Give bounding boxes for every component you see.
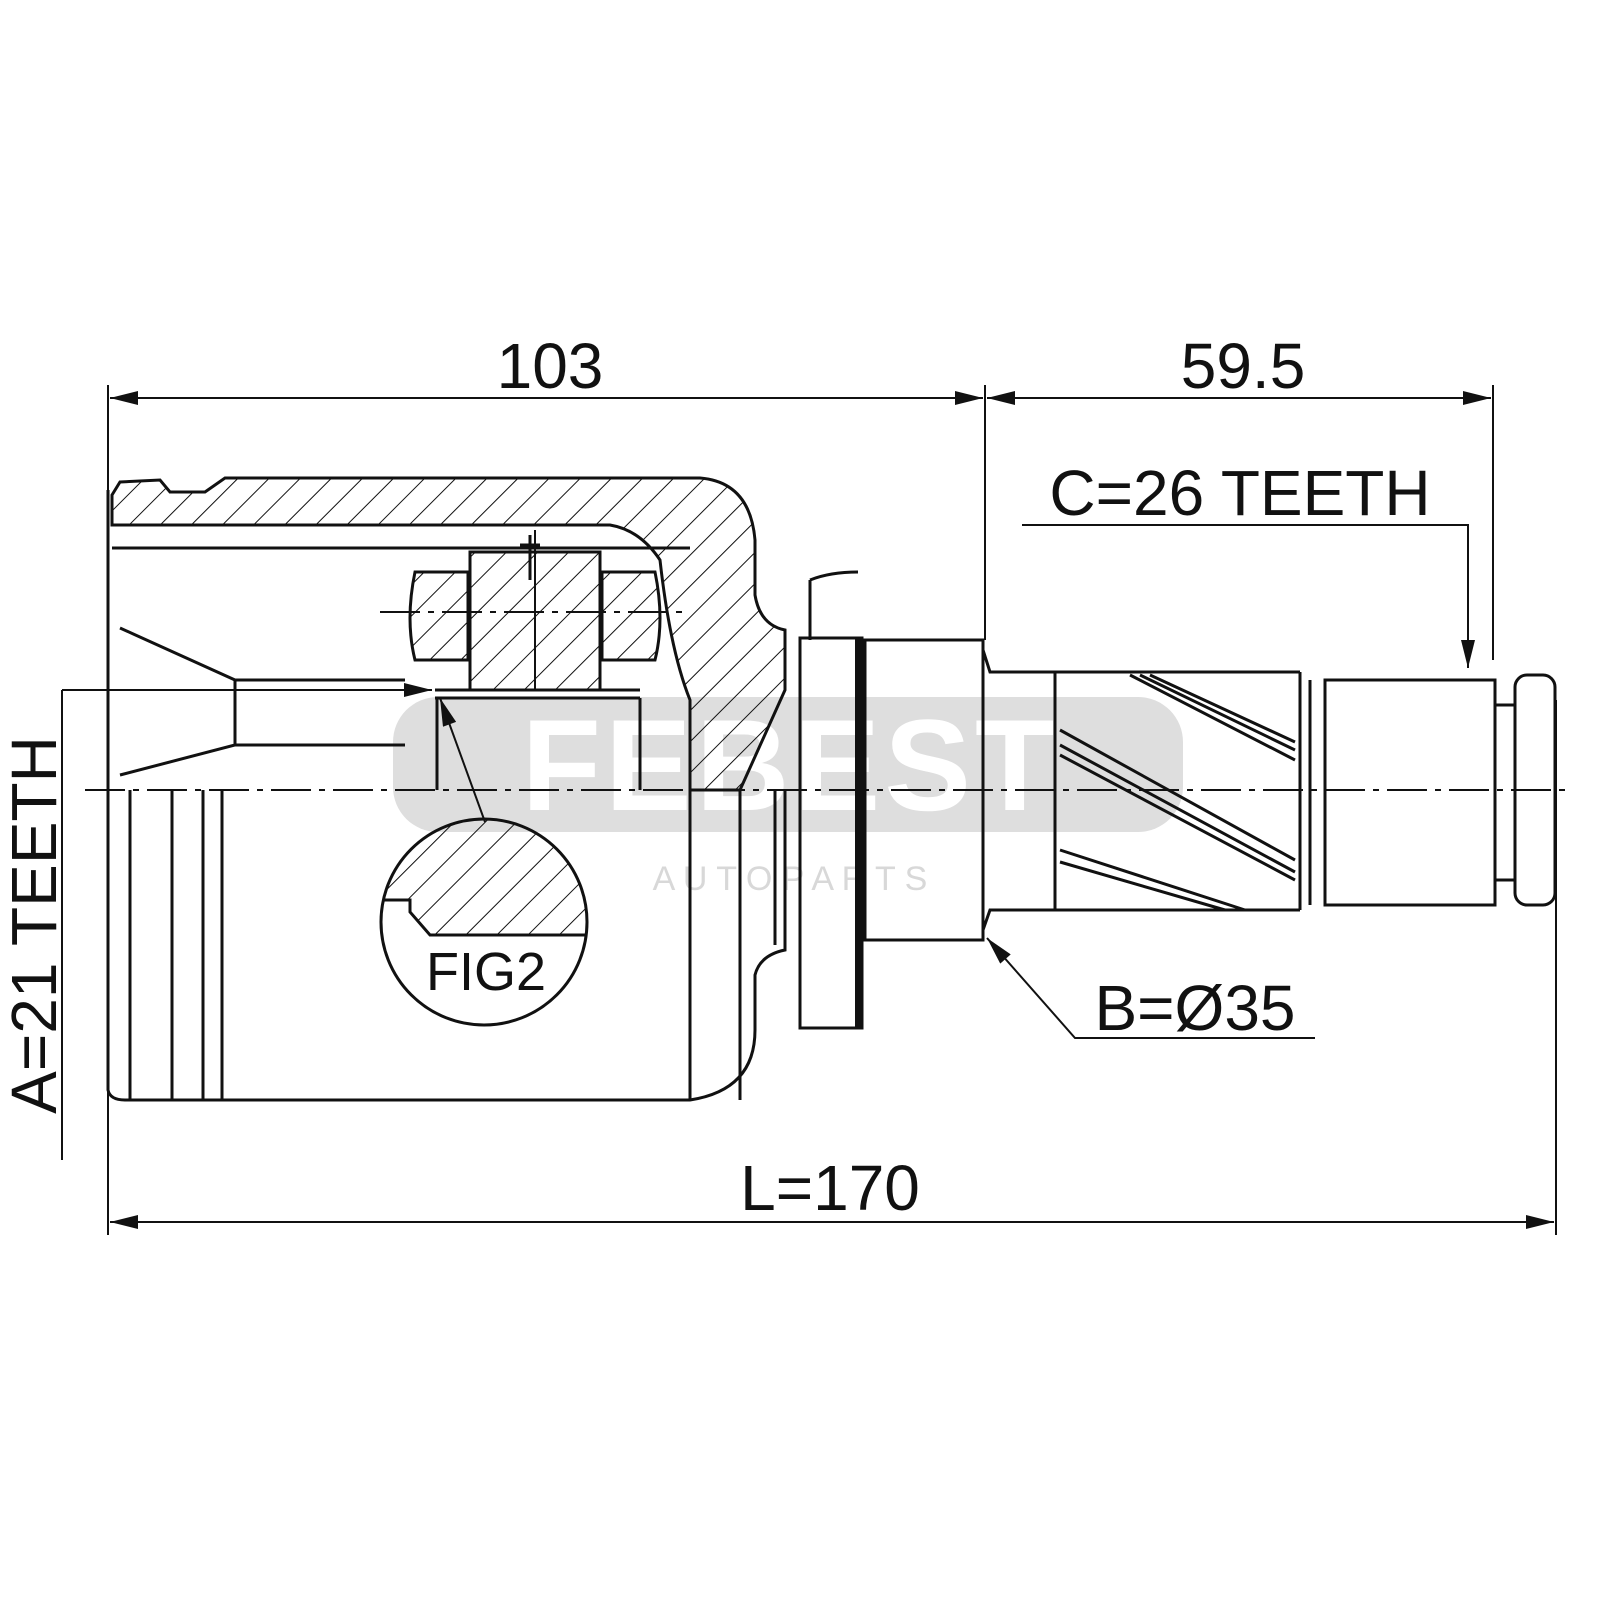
dim-a-teeth: A=21 TEETH [0, 736, 70, 1114]
dim-103: 103 [497, 330, 604, 402]
watermark: FEBEST A U T O P A R T S [393, 692, 1183, 898]
dim-total-length: L=170 [740, 1152, 920, 1224]
dimension-lines [61, 385, 1557, 1235]
fig2-label: FIG2 [426, 942, 546, 1002]
watermark-sub: A U T O P A R T S [653, 860, 928, 898]
dim-b-diameter: B=Ø35 [1094, 972, 1295, 1044]
dim-c-teeth: C=26 TEETH [1049, 457, 1430, 529]
dim-59-5: 59.5 [1181, 330, 1306, 402]
watermark-brand: FEBEST [522, 692, 1059, 838]
